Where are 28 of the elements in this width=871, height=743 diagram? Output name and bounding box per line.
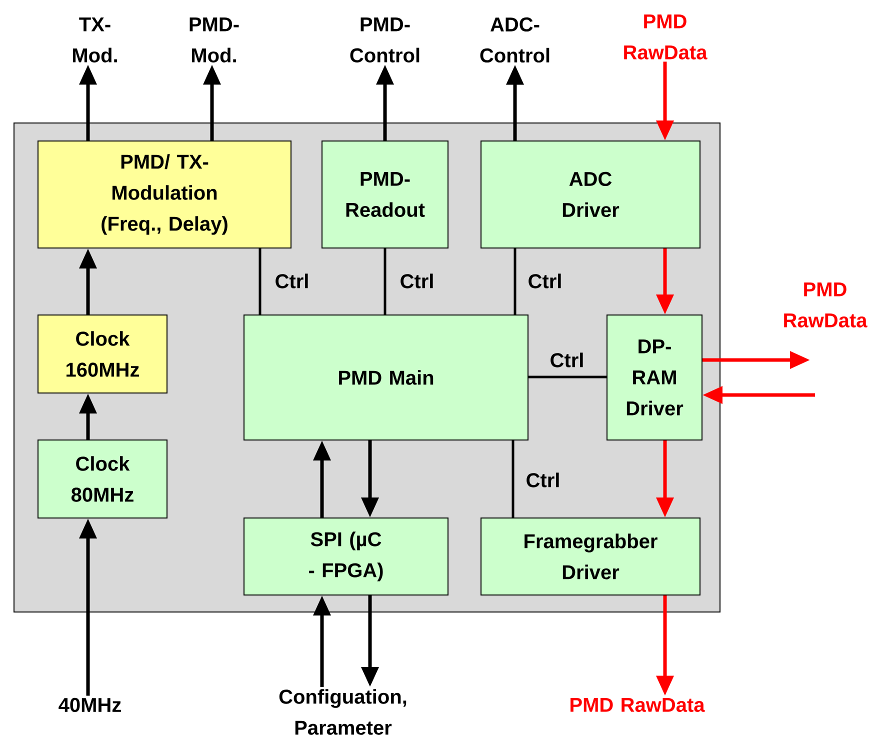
connector-line [258, 248, 262, 314]
module-box: ADC Driver [480, 140, 700, 248]
signal-label: PMD-Control [350, 18, 420, 62]
connector-line [514, 248, 516, 314]
edge-label: Ctrl [398, 272, 436, 290]
module-box: PMD/ TX-Modulation (Freq., Delay) [38, 140, 292, 248]
module-box: SPI (µC - FPGA) [244, 517, 448, 596]
signal-label: PMD RawData [624, 14, 708, 60]
edge-label: Ctrl [274, 272, 310, 290]
connector-line [384, 248, 386, 314]
module-box: PMD-Readout [322, 140, 448, 248]
connector-line [528, 376, 606, 378]
module-box: Clock 80MHz [38, 439, 168, 518]
signal-label: Configuation, Parameter [279, 689, 406, 735]
connector-line [512, 440, 514, 518]
edge-label: Ctrl [526, 272, 564, 290]
module-box: Clock 160MHz [38, 314, 168, 394]
module-box: DP-RAM Driver [606, 314, 702, 440]
edge-label: Ctrl [524, 472, 562, 488]
signal-label: PMD-Mod. [190, 18, 239, 62]
edge-label: Ctrl [548, 352, 586, 368]
module-box: Framegrabber Driver [480, 517, 700, 596]
signal-label: PMD RawData [784, 282, 868, 328]
signal-label: 40MHz [58, 698, 121, 712]
signal-label: TX-Mod. [73, 18, 117, 62]
signal-label: ADC-Control [480, 17, 550, 63]
module-box: PMD Main [244, 314, 528, 440]
signal-label: PMD RawData [570, 698, 705, 712]
